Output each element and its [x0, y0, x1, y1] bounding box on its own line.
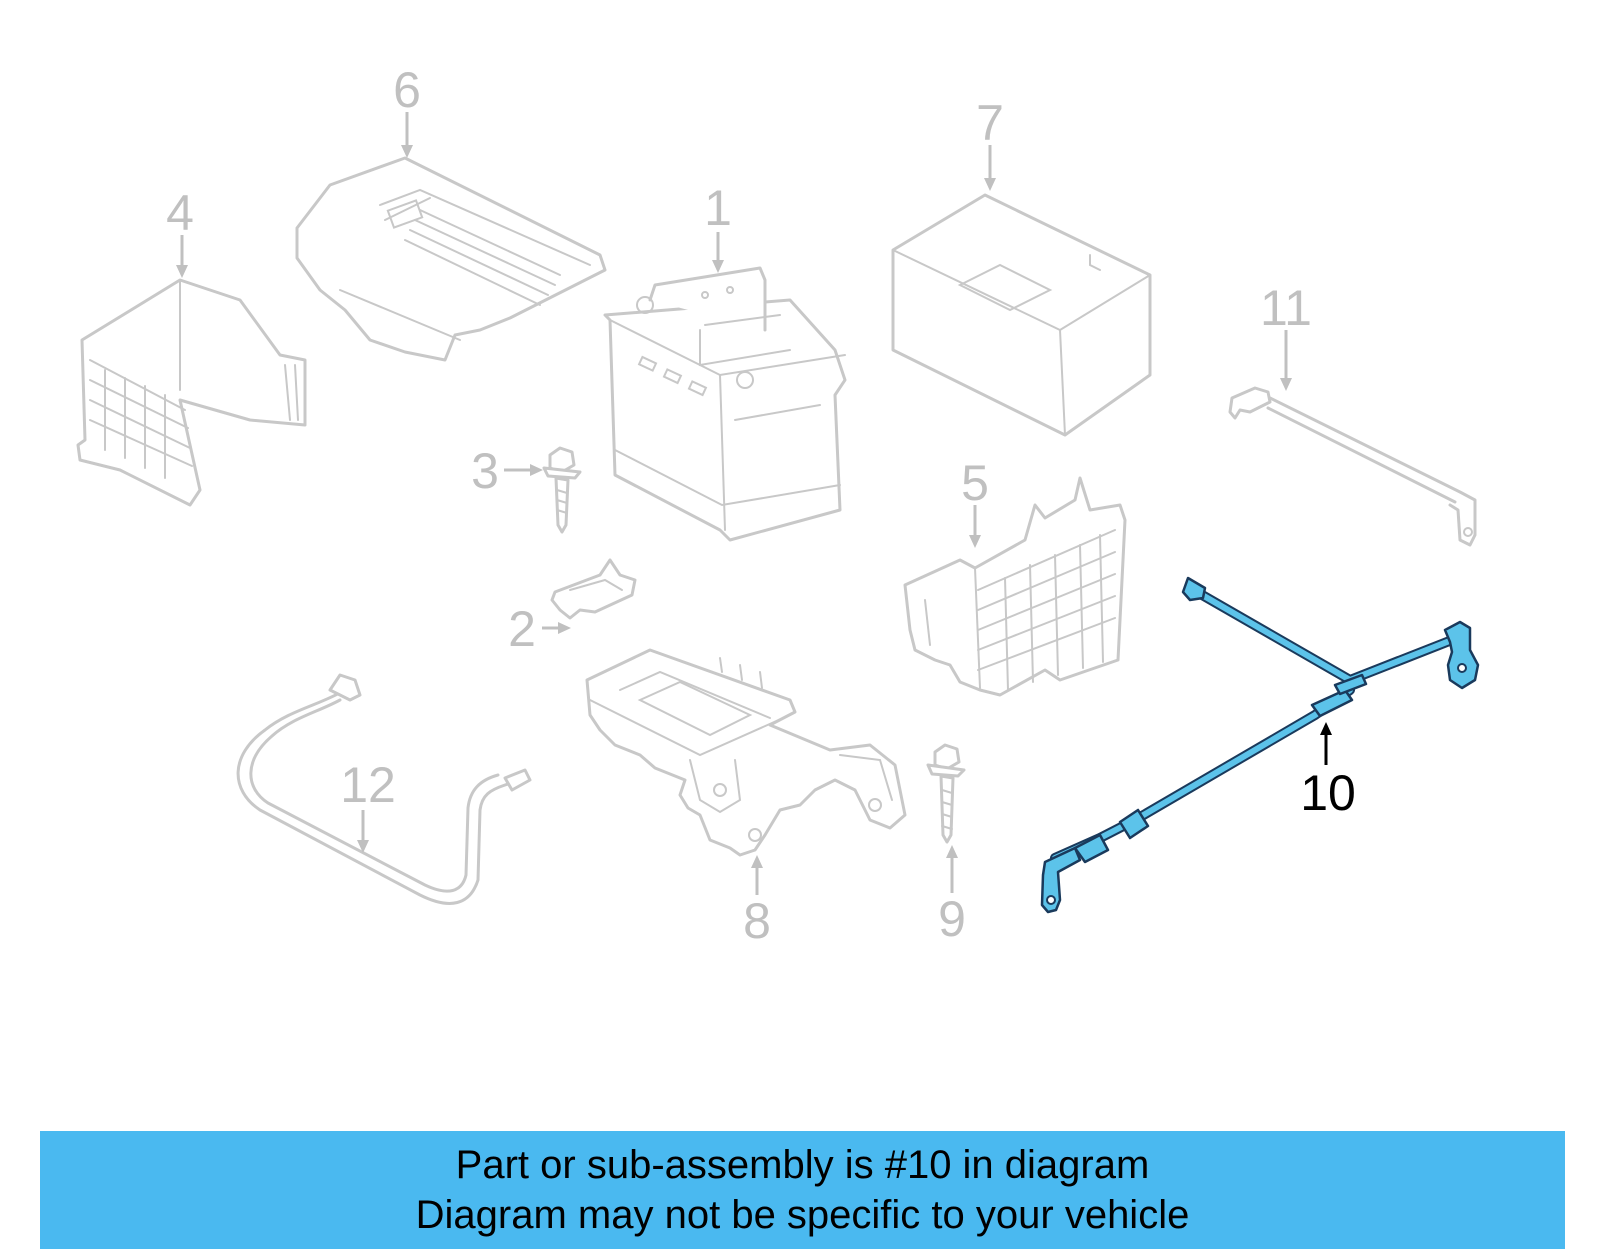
callout-10: 10 — [1300, 765, 1356, 821]
part-2-bracket[interactable] — [550, 558, 637, 620]
part-1-battery[interactable] — [603, 266, 847, 542]
info-banner: Part or sub-assembly is #10 in diagram D… — [40, 1131, 1565, 1249]
callout-6: 6 — [393, 62, 421, 118]
part-8-tray-base[interactable] — [585, 648, 907, 857]
part-10-battery-cable[interactable] — [1040, 576, 1480, 914]
part-7-insulation-box[interactable] — [891, 193, 1152, 437]
callout-12: 12 — [340, 757, 396, 813]
callout-9: 9 — [938, 891, 966, 947]
leader-lines — [176, 112, 1332, 895]
part-6-battery-cover[interactable] — [295, 156, 607, 362]
callout-3: 3 — [471, 443, 499, 499]
callout-labels: 6 4 1 7 11 3 5 2 12 8 9 10 — [166, 62, 1356, 949]
callout-8: 8 — [743, 893, 771, 949]
part-12-ground-cable[interactable] — [236, 673, 532, 905]
part-3-bolt[interactable] — [542, 446, 582, 534]
part-5-tray-side[interactable] — [903, 476, 1127, 697]
callout-7: 7 — [976, 95, 1004, 151]
part-9-bolt[interactable] — [926, 743, 966, 844]
parts-diagram: 6 4 1 7 11 3 5 2 12 8 9 10 — [76, 62, 1480, 949]
callout-11: 11 — [1260, 280, 1312, 336]
callout-2: 2 — [508, 601, 536, 657]
part-11-cable[interactable] — [1228, 386, 1477, 547]
callout-5: 5 — [961, 455, 989, 511]
banner-line-part: Part or sub-assembly is #10 in diagram — [455, 1143, 1150, 1187]
part-4-heat-shield[interactable] — [76, 278, 307, 507]
callout-4: 4 — [166, 185, 194, 241]
banner-line-disclaimer: Diagram may not be specific to your vehi… — [415, 1193, 1190, 1237]
callout-1: 1 — [704, 180, 732, 236]
